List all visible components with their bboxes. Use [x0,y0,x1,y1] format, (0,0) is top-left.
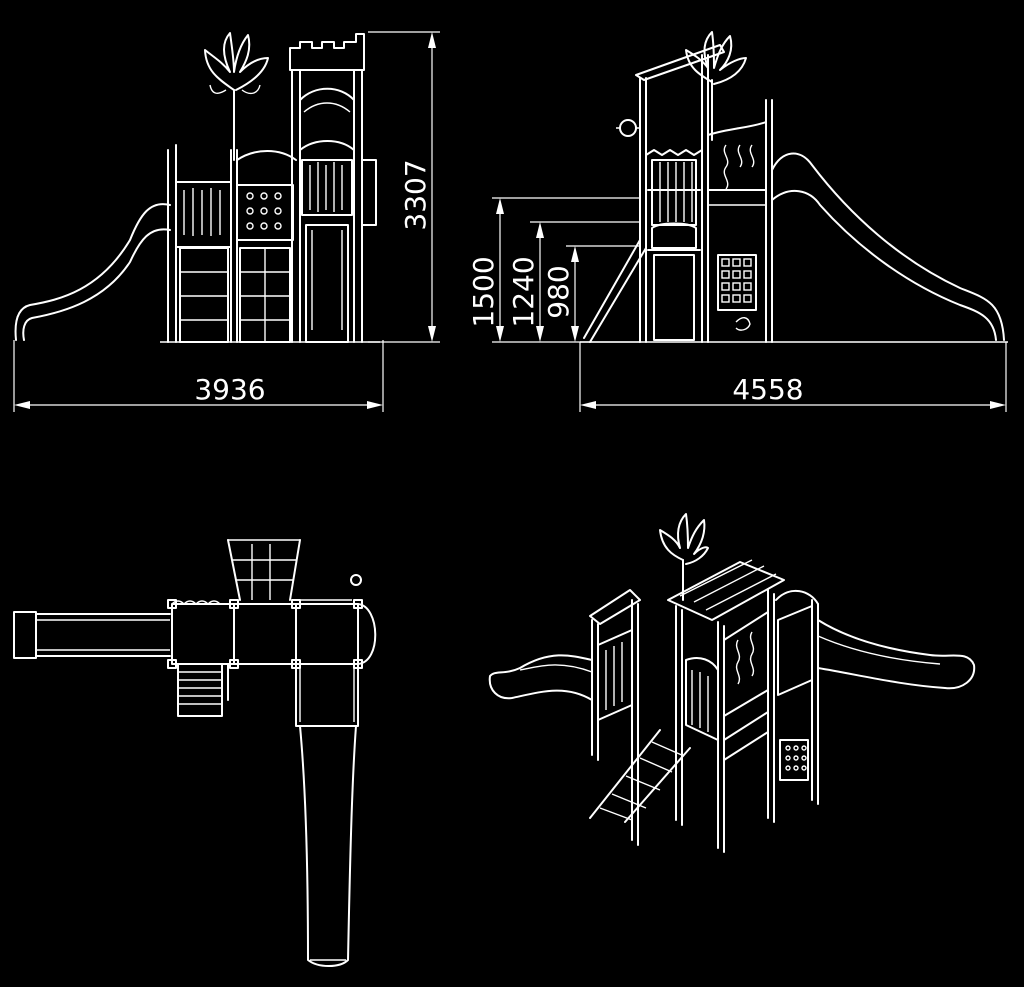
iso-climbing-net [589,729,691,823]
front-slide [14,203,171,341]
isometric-view [488,513,976,853]
side-slide [771,152,1005,341]
top-steps [177,663,229,717]
top-net-bridge [227,539,301,601]
iso-left-slide [488,654,593,701]
side-height-1240-label: 1240 [507,256,540,327]
front-view: 3936 3307 [13,31,440,412]
front-width-label: 3936 [194,373,265,406]
front-castle-tower [289,33,377,343]
front-width-dimension: 3936 [13,340,384,412]
side-climbing-net [583,239,647,343]
iso-left-tower [589,589,641,846]
top-platforms [167,599,377,669]
top-left-slide [13,611,171,659]
front-height-label: 3307 [399,159,432,230]
side-height-dimensions: 1500 1240 980 [467,197,640,343]
side-height-980-label: 980 [542,265,575,318]
side-view: 4558 1500 1240 980 [467,31,1008,412]
side-width-label: 4558 [732,373,803,406]
front-left-tower [167,144,232,343]
side-width-dimension: 4558 [579,342,1007,412]
front-height-dimension: 3307 [368,31,440,343]
front-palm-tree [204,32,269,161]
side-palm-tree [685,31,747,141]
iso-center-tower [675,589,775,853]
iso-right-tower [775,589,819,805]
top-view [13,539,377,967]
top-lower-tower [295,663,359,967]
side-back-panel [707,99,773,343]
iso-roof [667,561,785,621]
side-height-1500-label: 1500 [467,256,500,327]
side-tower [616,54,709,343]
side-roof [635,44,725,81]
iso-right-slide [817,619,976,690]
front-middle-tower [230,149,297,343]
iso-palm-tree [659,513,709,601]
